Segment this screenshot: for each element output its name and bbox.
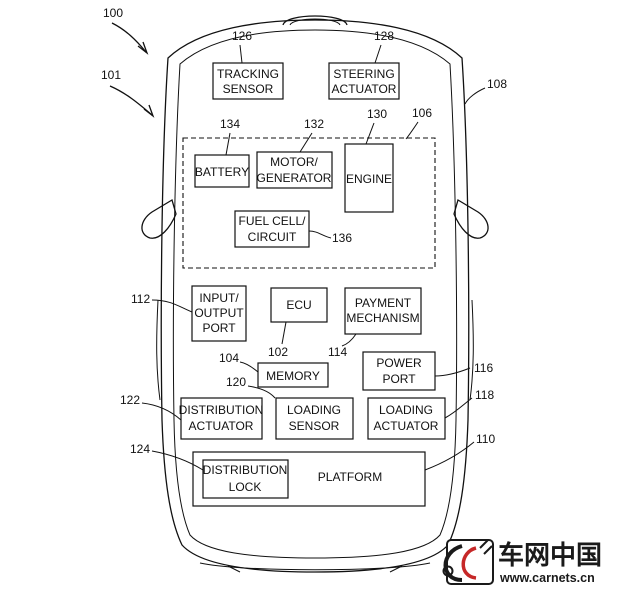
svg-text:118: 118 [475, 388, 494, 402]
svg-text:DISTRIBUTION: DISTRIBUTION [203, 463, 288, 477]
power-port-block: POWER PORT 116 [362, 351, 493, 391]
svg-text:ENGINE: ENGINE [346, 172, 392, 186]
svg-text:114: 114 [328, 345, 347, 359]
fuel-cell-block: FUEL CELL/ CIRCUIT 136 [234, 210, 352, 248]
carnets-logo-icon [442, 539, 494, 585]
svg-text:116: 116 [474, 361, 493, 375]
payment-block: PAYMENT MECHANISM 114 [328, 287, 422, 359]
svg-text:OUTPUT: OUTPUT [194, 306, 244, 320]
svg-text:PAYMENT: PAYMENT [355, 296, 412, 310]
watermark-site-name: 车网中国 [498, 540, 602, 571]
svg-text:DISTRIBUTION: DISTRIBUTION [179, 403, 264, 417]
svg-text:124: 124 [130, 442, 150, 456]
svg-text:GENERATOR: GENERATOR [257, 171, 332, 185]
svg-text:PORT: PORT [202, 321, 236, 335]
ref-100: 100 [103, 6, 149, 55]
svg-text:ECU: ECU [286, 298, 311, 312]
distribution-lock-block: 124 DISTRIBUTION LOCK [130, 442, 289, 499]
svg-text:108: 108 [487, 77, 507, 91]
svg-text:TRACKING: TRACKING [217, 67, 279, 81]
svg-text:ACTUATOR: ACTUATOR [332, 82, 397, 96]
battery-block: 134 BATTERY [194, 117, 250, 188]
svg-text:LOADING: LOADING [379, 403, 433, 417]
tracking-sensor-block: 126 TRACKING SENSOR [212, 29, 284, 100]
memory-block: 104 MEMORY [219, 351, 329, 388]
svg-text:LOCK: LOCK [229, 480, 262, 494]
svg-text:122: 122 [120, 393, 140, 407]
svg-text:LOADING: LOADING [287, 403, 341, 417]
svg-text:132: 132 [304, 117, 324, 131]
svg-text:100: 100 [103, 6, 123, 20]
svg-text:MECHANISM: MECHANISM [346, 311, 419, 325]
engine-block: 130 ENGINE [344, 107, 394, 213]
distribution-actuator-block: 122 DISTRIBUTION ACTUATOR [120, 393, 264, 440]
svg-text:PORT: PORT [382, 372, 416, 386]
ecu-block: ECU 102 [268, 287, 328, 359]
svg-text:112: 112 [131, 292, 150, 306]
svg-text:INPUT/: INPUT/ [199, 291, 239, 305]
svg-text:SENSOR: SENSOR [223, 82, 274, 96]
svg-text:102: 102 [268, 345, 288, 359]
ref-108: 108 [464, 77, 507, 105]
svg-text:136: 136 [332, 231, 352, 245]
svg-text:PLATFORM: PLATFORM [318, 470, 382, 484]
svg-text:130: 130 [367, 107, 387, 121]
watermark-url: www.carnets.cn [499, 571, 595, 585]
loading-actuator-block: LOADING ACTUATOR 118 [367, 388, 494, 440]
io-port-block: 112 INPUT/ OUTPUT PORT [131, 285, 247, 342]
svg-text:ACTUATOR: ACTUATOR [374, 419, 439, 433]
svg-text:106: 106 [412, 106, 432, 120]
svg-text:CIRCUIT: CIRCUIT [248, 230, 297, 244]
svg-text:134: 134 [220, 117, 240, 131]
steering-actuator-block: 128 STEERING ACTUATOR [328, 29, 400, 100]
svg-text:SENSOR: SENSOR [289, 419, 340, 433]
svg-text:128: 128 [374, 29, 394, 43]
svg-text:STEERING: STEERING [333, 67, 394, 81]
loading-sensor-block: 120 LOADING SENSOR [226, 375, 354, 440]
ref-101: 101 [101, 68, 155, 118]
motor-generator-block: 132 MOTOR/ GENERATOR [256, 117, 333, 189]
svg-text:104: 104 [219, 351, 239, 365]
svg-text:ACTUATOR: ACTUATOR [189, 419, 254, 433]
svg-text:MEMORY: MEMORY [266, 369, 320, 383]
svg-text:110: 110 [476, 432, 495, 446]
svg-text:101: 101 [101, 68, 121, 82]
svg-text:MOTOR/: MOTOR/ [270, 155, 318, 169]
svg-text:126: 126 [232, 29, 252, 43]
svg-text:BATTERY: BATTERY [195, 165, 249, 179]
svg-text:POWER: POWER [376, 356, 422, 370]
svg-text:120: 120 [226, 375, 246, 389]
svg-text:FUEL CELL/: FUEL CELL/ [239, 214, 307, 228]
watermark: 车网中国 www.carnets.cn [442, 539, 602, 585]
powertrain-group: 106 [182, 106, 436, 269]
